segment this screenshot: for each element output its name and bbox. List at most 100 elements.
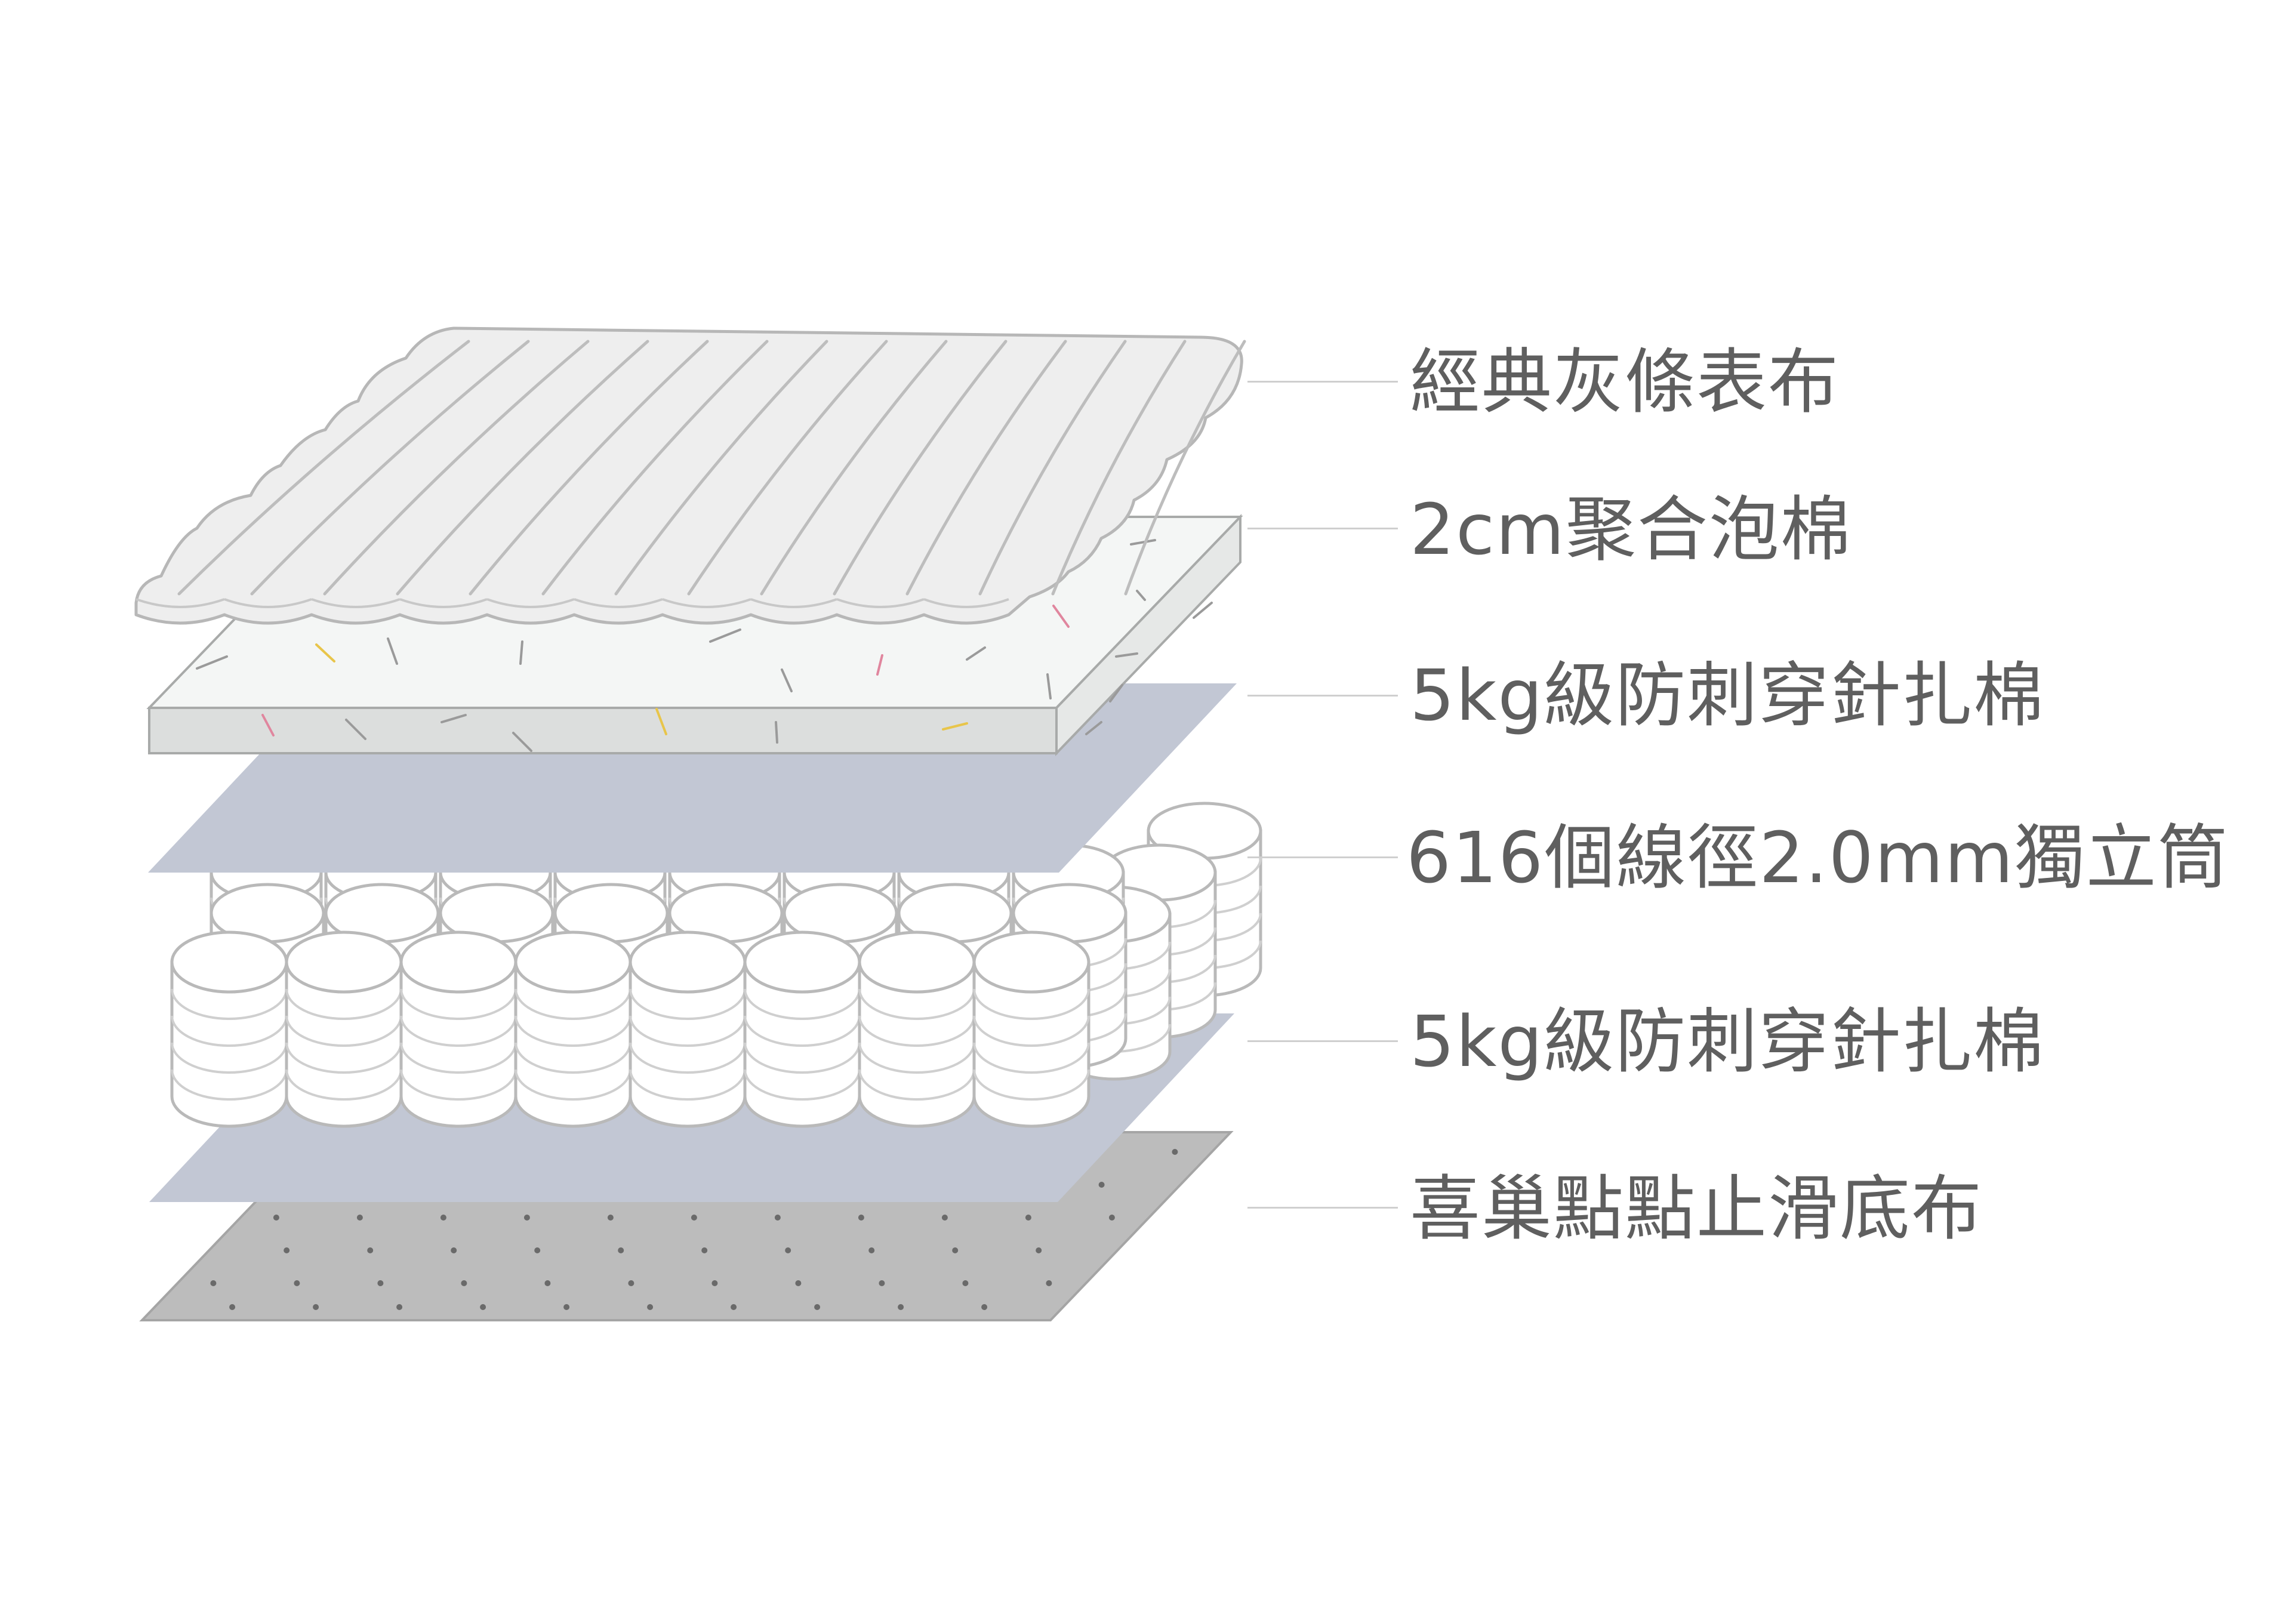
leader-line-coils [1247,856,1398,858]
top-fabric-stripe [687,340,888,596]
base-cloth-dot [563,1304,570,1310]
top-fabric-quilt-seam [399,598,488,608]
top-fabric-stripe [978,340,1127,596]
base-cloth-dot [440,1215,446,1221]
coil-band [171,988,288,1020]
base-cloth-dot [711,1280,718,1286]
foam-fiber-mark [261,714,275,736]
coil-front-row [629,930,747,1128]
coil-band [629,1042,746,1074]
coil-band [285,1069,402,1101]
base-cloth-dot [294,1280,300,1286]
base-cloth-dot [451,1247,457,1253]
foam-fiber-mark [1130,539,1156,546]
pocket-coil-spring-layer [170,802,1262,1128]
top-fabric-quilt-seam [135,598,225,608]
foam-fiber-mark [440,714,467,723]
coil-top [170,930,288,994]
striped-top-fabric-layer [134,326,1246,625]
coil-top [858,930,976,994]
base-cloth-dot [941,1215,948,1221]
base-cloth-dot [981,1304,988,1310]
foam-front-face [148,707,1058,754]
base-cloth-dot [858,1215,864,1221]
foam-fiber-mark [966,646,986,661]
base-cloth-dot [691,1215,697,1221]
coil-front-row [858,930,976,1128]
foam-fiber-mark [1109,684,1123,702]
base-cloth-dot [731,1304,737,1310]
base-cloth-dot [795,1280,802,1286]
foam-fiber-mark [1193,602,1213,619]
coil-top [972,930,1090,994]
foam-fiber-mark [387,637,398,665]
foam-fiber-mark [775,721,778,744]
coil-body [629,960,747,1128]
coil-band [285,988,402,1020]
foam-fiber-mark [315,643,335,662]
top-fabric-stripe [1124,340,1246,596]
top-fabric-stripe [541,340,769,596]
coil-band [515,1069,631,1101]
base-cloth-dot [534,1247,541,1253]
coil-body [285,960,403,1128]
top-fabric-stripe [905,340,1067,596]
coil-top [629,930,747,994]
label-foam: 2cm聚合泡棉 [1410,488,1852,571]
coil-body [743,960,861,1128]
coil-band [285,1015,402,1047]
top-fabric-quilt-seam [750,598,837,608]
foam-fiber-mark [1052,605,1070,628]
top-fabric-stripe [469,340,709,596]
coil-front-row [170,930,288,1128]
top-fabric-quilt-seam [662,598,751,608]
coil-body [514,960,632,1128]
coil-band [400,1015,517,1047]
base-cloth-dot [523,1215,530,1221]
coil-band [285,1042,402,1074]
foam-fiber-mark [519,640,523,665]
base-cloth-dot [962,1280,969,1286]
coil-band [629,1069,746,1101]
foam-fiber-mark [1085,721,1102,735]
top-fabric-quilt-seam [224,598,312,608]
top-fabric-stripe [1051,340,1187,596]
leader-line-upper-felt [1247,695,1398,697]
base-cloth-dot [1108,1215,1115,1221]
coil-front-row [972,930,1090,1128]
foam-side-face [1055,514,1242,756]
coil-band [858,1069,975,1101]
coil-top [285,930,403,994]
base-cloth-dot [814,1304,821,1310]
top-fabric-body [134,326,1243,625]
coil-band [973,1015,1090,1047]
base-cloth-dot [898,1304,904,1310]
base-cloth-dot [701,1247,708,1253]
base-cloth-dot [628,1280,634,1286]
coil-band [858,1015,975,1047]
leader-line-foam [1247,528,1398,529]
coil-band [400,1069,517,1101]
foam-fiber-mark [196,655,228,670]
foam-fiber-mark [1046,673,1052,699]
coil-band [171,1042,288,1074]
coil-band [629,1015,746,1047]
leader-line-top-fabric [1247,381,1398,383]
top-fabric-stripe [833,340,1008,596]
coil-top [514,930,632,994]
base-cloth-dot [879,1280,885,1286]
top-fabric-quilt-seam [923,598,1009,608]
coil-top [743,930,861,994]
coil-front-row [743,930,861,1128]
foam-fiber-mark [655,708,667,735]
coil-band [973,1069,1090,1101]
coil-band [744,1015,861,1047]
top-fabric-stripe [323,340,590,596]
coil-front-row [514,930,632,1128]
base-cloth-dot [647,1304,654,1310]
base-cloth-dot [284,1247,290,1253]
coil-body [972,960,1090,1128]
base-cloth-dot [273,1215,279,1221]
